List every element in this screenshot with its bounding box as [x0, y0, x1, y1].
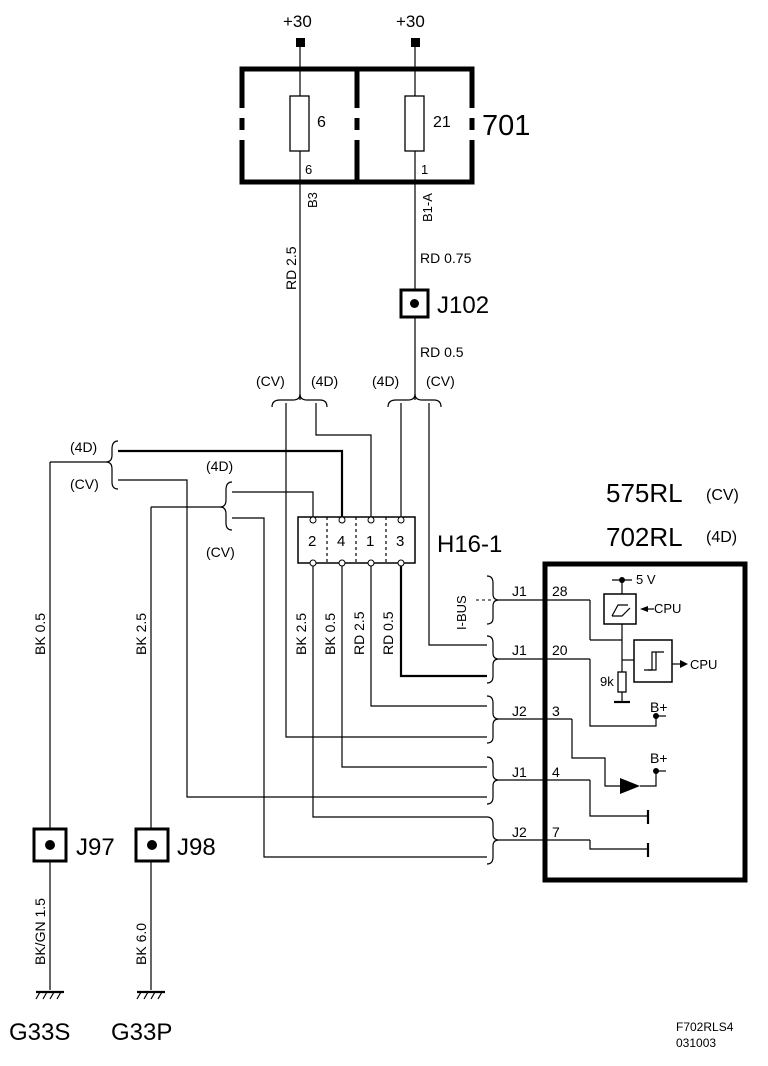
pin-conn-j1-28: J1: [512, 583, 527, 599]
junction-j98-label: J98: [177, 834, 216, 861]
fuse-left-number: 6: [317, 114, 326, 131]
pin-num-20: 20: [552, 642, 568, 658]
pin-num-7: 7: [552, 824, 560, 840]
connector-pin-1: 1: [366, 533, 374, 550]
footer-date: 031003: [676, 1036, 716, 1050]
label-bplus-2: B+: [650, 750, 668, 766]
driver-triangle: [620, 778, 640, 794]
wire-label-bk-2.5-h: BK 2.5: [293, 613, 309, 655]
schmitt-trigger: [633, 639, 673, 683]
module-box: [542, 561, 748, 883]
wire-label-rd-0.5-top: RD 0.5: [420, 344, 464, 360]
connector-h16-1: [297, 516, 416, 567]
module-id-cv: 575RL: [606, 478, 683, 508]
junction-j102-label: J102: [437, 292, 489, 319]
ground-label-g33p: G33P: [111, 1019, 172, 1046]
connector-id: H16-1: [437, 531, 502, 558]
fuse-21: [404, 95, 425, 152]
connector-pin-4: 4: [337, 533, 345, 550]
module-id-4d: 702RL: [606, 522, 683, 552]
wire-label-rd-0.75: RD 0.75: [420, 250, 472, 266]
wire-label-rd-0.5-h: RD 0.5: [380, 611, 396, 655]
connector-pin-3: 3: [396, 533, 404, 550]
connector-pin-2: 2: [308, 533, 316, 550]
fusebox-id: 701: [482, 110, 530, 142]
fuse-right-pin: 1: [421, 162, 428, 177]
wire-label-bk-0.5-left: BK 0.5: [32, 613, 48, 655]
fuse-left-pin: 6: [305, 162, 312, 177]
wire-label-rd-2.5-h: RD 2.5: [351, 611, 367, 655]
pin-conn-j2-7: J2: [512, 824, 527, 840]
variant-cv-right: (CV): [426, 373, 455, 389]
fusebox-701: [236, 66, 478, 185]
fuse-left-connector: B3: [305, 192, 320, 208]
pin-conn-j1-20: J1: [512, 642, 527, 658]
label-5v: 5 V: [636, 572, 656, 587]
variant-4d-leftbrace: (4D): [70, 439, 97, 455]
wire-label-rd-2.5-top: RD 2.5: [283, 246, 299, 290]
junction-j97-label: J97: [76, 834, 115, 861]
module-tag-4d: (4D): [706, 529, 737, 546]
pin-conn-j1-4: J1: [512, 764, 527, 780]
supply-label-left: +30: [283, 12, 312, 31]
wire-label-bk-0.5-h: BK 0.5: [322, 613, 338, 655]
variant-cv-left: (CV): [256, 373, 285, 389]
ground-label-g33s: G33S: [9, 1019, 70, 1046]
pin-num-28: 28: [552, 583, 568, 599]
wire-label-bk-2.5-left: BK 2.5: [133, 613, 149, 655]
variant-4d-midbrace: (4D): [206, 458, 233, 474]
ibus-label: I-BUS: [454, 595, 469, 630]
fuse-right-connector: B1-A: [420, 193, 435, 222]
module-tag-cv: (CV): [706, 487, 739, 504]
footer-ref: F702RLS4: [676, 1020, 734, 1034]
wire-label-bk-6.0: BK 6.0: [133, 923, 149, 965]
variant-cv-leftbrace: (CV): [70, 476, 99, 492]
fuse-right-number: 21: [433, 114, 451, 131]
pin-num-3: 3: [552, 703, 560, 719]
label-cpu-1: CPU: [654, 601, 681, 616]
pin-conn-j2-3: J2: [512, 703, 527, 719]
wire-label-bkgn-1.5: BK/GN 1.5: [32, 898, 48, 965]
transistor-symbol: [603, 593, 637, 625]
pin-num-4: 4: [552, 764, 560, 780]
resistor-9k: [617, 671, 627, 693]
label-cpu-2: CPU: [690, 657, 717, 672]
variant-4d-left: (4D): [311, 373, 338, 389]
ground-symbol-g33s: [35, 990, 64, 1000]
fuse-6: [289, 95, 310, 152]
variant-4d-right: (4D): [372, 373, 399, 389]
variant-cv-midbrace: (CV): [206, 544, 235, 560]
supply-terminal-right: [411, 38, 420, 47]
supply-terminal-left: [296, 38, 305, 47]
label-9k: 9k: [600, 674, 614, 689]
supply-label-right: +30: [396, 12, 425, 31]
ground-symbol-g33p: [136, 990, 165, 1000]
label-bplus-1: B+: [650, 699, 668, 715]
